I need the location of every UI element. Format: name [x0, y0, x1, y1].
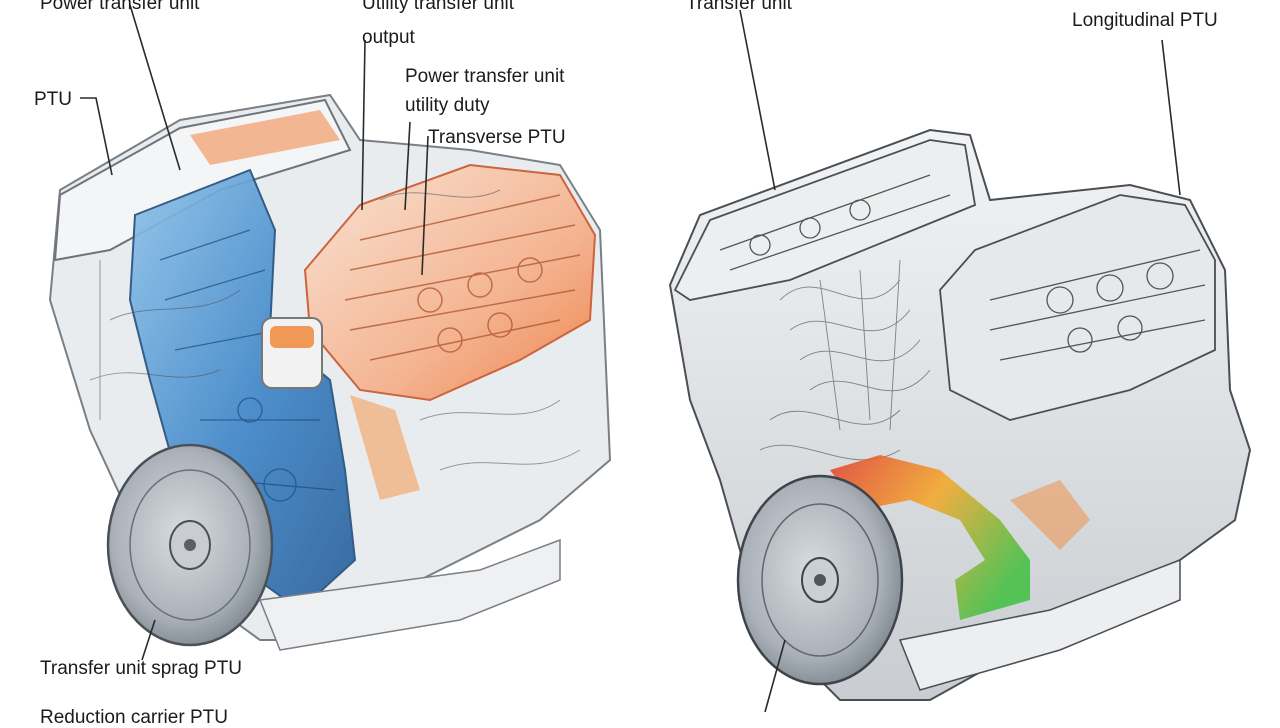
- label-longitudinal-ptu: Longitudinal PTU: [1072, 10, 1218, 31]
- label-bottom-sprag: Transfer unit sprag PTU: [40, 658, 243, 679]
- label-left-top-cut: Power transfer unit: [40, 0, 200, 14]
- left-leader-lines: [80, 4, 429, 661]
- label-power-transfer: Power transfer unit: [405, 66, 565, 87]
- right-engine: [668, 128, 1252, 701]
- right-heat-path: [830, 455, 1030, 620]
- label-top-center-2: output: [362, 27, 415, 48]
- left-engine: [48, 93, 612, 651]
- label-top-center-1: Utility transfer unit: [362, 0, 515, 14]
- left-hot-top: [190, 110, 340, 165]
- left-blue-housing: [128, 168, 357, 612]
- right-leader-lines: [739, 9, 1181, 713]
- label-utility-duty: utility duty: [405, 95, 490, 116]
- label-transverse-ptu: Transverse PTU: [428, 127, 566, 148]
- label-right-top-cut: Transfer unit: [686, 0, 792, 14]
- label-bottom-cut: Reduction carrier PTU: [40, 707, 228, 728]
- label-ptu: PTU: [34, 89, 72, 110]
- left-hot-head: [303, 163, 597, 402]
